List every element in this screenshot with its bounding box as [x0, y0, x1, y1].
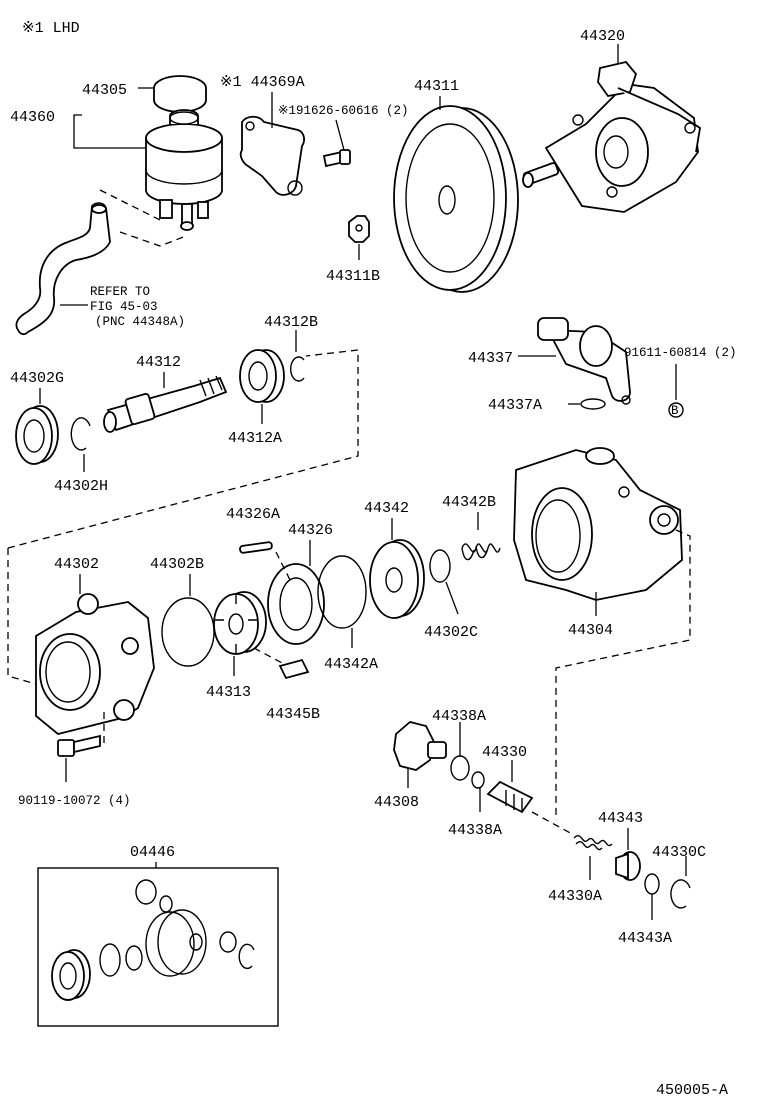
o-ring-44302B-drawing — [161, 597, 215, 667]
gasket-kit-04446-parts-drawing — [51, 879, 255, 1001]
part-label-44338A-bottom: 44338A — [448, 822, 502, 839]
part-label-44311B: 44311B — [326, 268, 380, 285]
nut-44311B-drawing — [348, 215, 370, 243]
part-label-44343A: 44343A — [618, 930, 672, 947]
bearing-44312A-drawing — [239, 349, 285, 403]
circle-b-marker — [668, 402, 684, 418]
vane-44345B-drawing — [278, 658, 310, 680]
spring-44342B-drawing — [461, 543, 501, 561]
part-label-44337: 44337 — [468, 350, 513, 367]
front-housing-44302-drawing — [35, 593, 155, 735]
part-label-44305: 44305 — [82, 82, 127, 99]
part-label-44330C: 44330C — [652, 844, 706, 861]
union-44337-drawing — [537, 317, 631, 405]
bolt-91626-drawing — [322, 149, 351, 168]
part-label-44326: 44326 — [288, 522, 333, 539]
refer-note-line-3: (PNC 44348A) — [95, 315, 185, 329]
part-label-44312A: 44312A — [228, 430, 282, 447]
o-ring-44338A-top-drawing — [450, 755, 470, 781]
part-label-44302G: 44302G — [10, 370, 64, 387]
union-44308-drawing — [393, 721, 447, 771]
snap-ring-44302H-drawing — [70, 417, 91, 451]
part-label-44308: 44308 — [374, 794, 419, 811]
part-label-90119-10072: 90119-10072 (4) — [18, 794, 131, 808]
valve-44330-drawing — [486, 780, 534, 814]
part-label-91626-60616: ※191626-60616 (2) — [278, 104, 409, 118]
part-label-44302: 44302 — [54, 556, 99, 573]
part-label-44302B: 44302B — [150, 556, 204, 573]
reservoir-tank-drawing — [145, 75, 223, 231]
o-ring-44337A-drawing — [580, 398, 606, 410]
part-label-44337A: 44337A — [488, 397, 542, 414]
shaft-44312-drawing — [103, 375, 228, 433]
bracket-44369A-drawing — [239, 115, 305, 196]
rotor-44313-drawing — [213, 591, 267, 655]
header-note: ※1 LHD — [22, 20, 80, 37]
part-label-44311: 44311 — [414, 78, 459, 95]
part-label-44360: 44360 — [10, 109, 55, 126]
o-ring-44338A-bottom-drawing — [471, 771, 485, 789]
circle-b-label: B — [671, 404, 679, 418]
part-label-44342A: 44342A — [324, 656, 378, 673]
side-plate-44342-drawing — [369, 539, 425, 619]
part-label-44343: 44343 — [598, 810, 643, 827]
o-ring-44342A-drawing — [317, 555, 367, 629]
refer-note-line-2: FIG 45-03 — [90, 300, 158, 314]
part-label-44342B: 44342B — [442, 494, 496, 511]
gasket-kit-04446-box — [37, 867, 279, 1027]
bracket-44360 — [73, 114, 146, 149]
oil-seal-44302G-drawing — [15, 405, 59, 465]
pulley-44311-drawing — [393, 105, 519, 293]
part-label-91611-60814: 91611-60814 (2) — [624, 346, 737, 360]
part-label-44304: 44304 — [568, 622, 613, 639]
part-label-44338A-top: 44338A — [432, 708, 486, 725]
part-label-44330: 44330 — [482, 744, 527, 761]
rear-housing-44304-drawing — [513, 447, 683, 601]
part-label-44330A: 44330A — [548, 888, 602, 905]
part-label-44369A: ※1 44369A — [220, 74, 305, 91]
bolt-90119-drawing — [57, 734, 101, 757]
snap-ring-44312B-drawing — [290, 356, 305, 382]
snap-ring-44330C-drawing — [670, 879, 691, 909]
part-label-44302C: 44302C — [424, 624, 478, 641]
part-label-44312B: 44312B — [264, 314, 318, 331]
spring-44330A-drawing — [573, 835, 613, 851]
part-label-04446: 04446 — [130, 844, 175, 861]
part-label-44302H: 44302H — [54, 478, 108, 495]
pin-44326A-drawing — [239, 541, 273, 554]
part-label-44313: 44313 — [206, 684, 251, 701]
part-label-44326A: 44326A — [226, 506, 280, 523]
o-ring-44343A-drawing — [644, 873, 660, 895]
refer-note-line-1: REFER TO — [90, 285, 150, 299]
part-label-44312: 44312 — [136, 354, 181, 371]
plug-44343-drawing — [615, 851, 641, 881]
cam-ring-44326-drawing — [267, 563, 325, 645]
diagram-code: 450005-A — [656, 1082, 728, 1099]
part-label-44320: 44320 — [580, 28, 625, 45]
part-label-44345B: 44345B — [266, 706, 320, 723]
part-label-44342: 44342 — [364, 500, 409, 517]
reservoir-hose-drawing — [15, 202, 111, 336]
o-ring-44302C-drawing — [429, 549, 451, 583]
pump-assembly-44320-drawing — [522, 60, 701, 213]
